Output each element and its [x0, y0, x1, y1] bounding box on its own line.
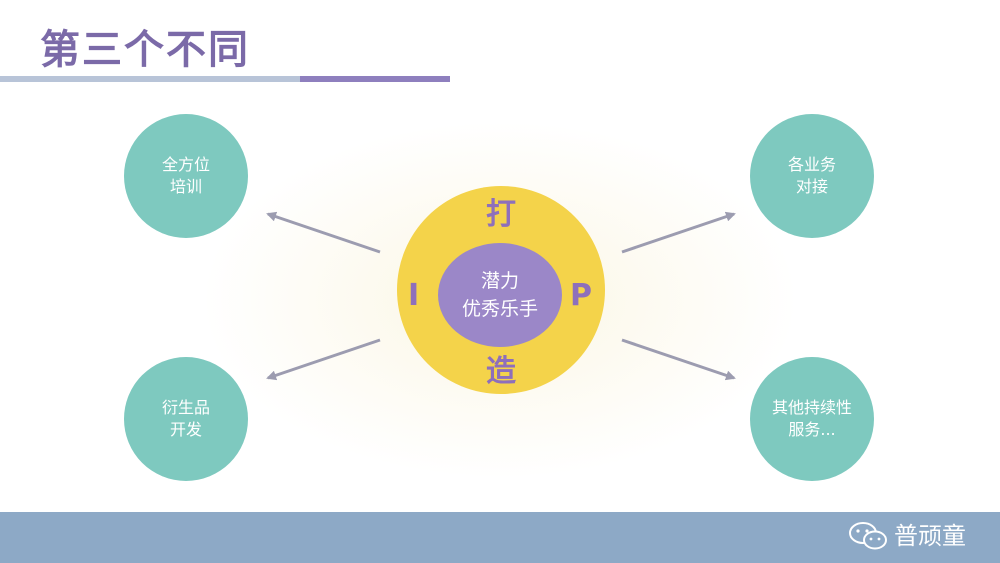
ring-text-bottom: 造 — [486, 354, 516, 389]
node-top-left-line1: 全方位 — [161, 155, 210, 174]
footer-brand: 普顽童 — [848, 518, 966, 554]
node-top-right-line2: 对接 — [795, 177, 828, 196]
wechat-icon — [849, 522, 887, 550]
brand-name: 普顽童 — [894, 522, 966, 550]
node-bottom-right: 其他持续性 服务... — [750, 357, 874, 481]
ring-text-right: P — [570, 278, 592, 313]
node-top-left-line2: 培训 — [169, 177, 202, 196]
title-underline-light — [0, 76, 300, 82]
node-top-right-line1: 各业务 — [787, 155, 836, 174]
node-bottom-left-line1: 衍生品 — [161, 398, 210, 417]
center-inner-line1: 潜力 — [480, 270, 519, 292]
center-inner-circle: 潜力 优秀乐手 — [438, 243, 562, 347]
node-bottom-left-line2: 开发 — [169, 420, 202, 439]
node-bottom-right-line1: 其他持续性 — [771, 398, 852, 417]
arrow-top-right — [621, 211, 736, 254]
arrow-bottom-left — [266, 338, 381, 381]
node-bottom-right-line2: 服务... — [788, 420, 836, 439]
title-underline-accent — [300, 76, 450, 82]
page-title: 第三个不同 — [40, 27, 250, 73]
footer-bar: 普顽童 — [0, 512, 1000, 563]
center-inner-line2: 优秀乐手 — [461, 298, 538, 320]
ring-text-top: 打 — [486, 197, 516, 232]
arrow-bottom-right — [621, 338, 736, 381]
node-top-right: 各业务 对接 — [750, 114, 874, 238]
node-top-left: 全方位 培训 — [124, 114, 248, 238]
arrow-top-left — [266, 211, 381, 254]
node-bottom-left: 衍生品 开发 — [124, 357, 248, 481]
ring-text-left: I — [408, 278, 420, 313]
